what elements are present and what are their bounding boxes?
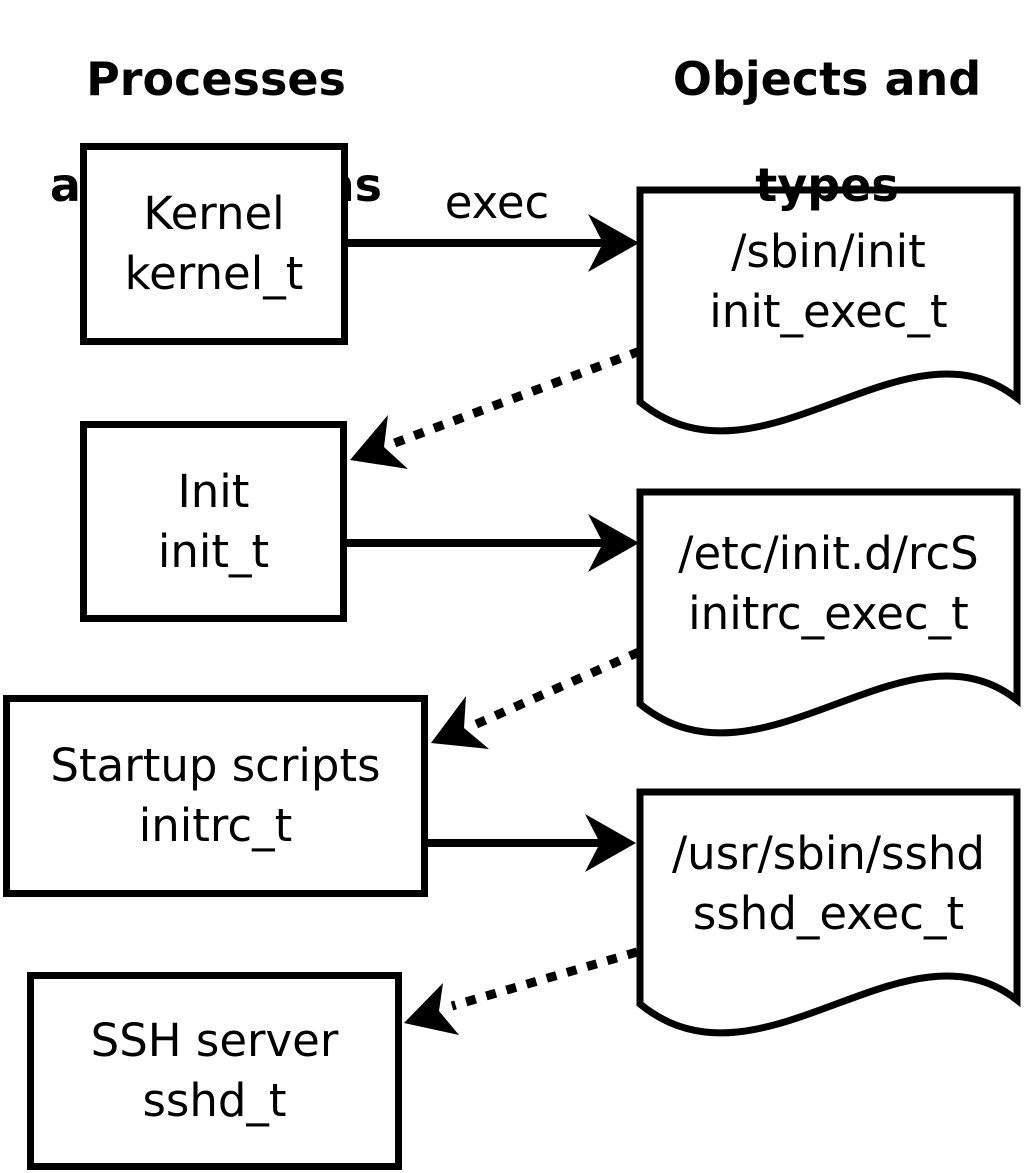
process-domain: init_t	[157, 524, 270, 578]
dotted-arrow-sbin-init-to-init	[350, 346, 642, 469]
process-domain: sshd_t	[142, 1074, 287, 1127]
arrowhead-icon	[588, 514, 639, 572]
object-path: /etc/init.d/rcS	[678, 527, 979, 580]
arrowhead-icon	[585, 814, 636, 872]
process-box-ssh-server: SSH server sshd_t	[27, 972, 402, 1170]
arrowhead-icon	[588, 214, 639, 272]
solid-arrow-kernel-to-sbin-init	[348, 214, 639, 272]
object-type: initrc_exec_t	[688, 587, 969, 640]
arrowhead-icon	[350, 415, 408, 469]
process-name: SSH server	[90, 1014, 339, 1067]
process-domain: kernel_t	[124, 247, 304, 300]
object-type: init_exec_t	[709, 285, 948, 338]
object-document-usr-sbin-sshd: /usr/sbin/sshd sshd_exec_t	[640, 794, 1017, 974]
arrowhead-icon	[404, 983, 459, 1035]
process-box-kernel: Kernel kernel_t	[80, 143, 348, 345]
document-shape-etc-initd-rcs	[636, 488, 1021, 737]
object-document-sbin-init: /sbin/init init_exec_t	[640, 192, 1017, 372]
process-box-startup-scripts: Startup scripts initrc_t	[3, 695, 428, 897]
object-type: sshd_exec_t	[692, 887, 965, 940]
process-box-init: Init init_t	[80, 421, 347, 622]
dotted-arrow-rcs-to-initrc	[431, 647, 641, 749]
object-document-etc-initd-rcs: /etc/init.d/rcS initrc_exec_t	[640, 494, 1017, 674]
solid-arrow-init-to-rcs	[347, 514, 639, 572]
column-header-objects-line2: types	[755, 158, 899, 212]
arrowhead-icon	[431, 696, 489, 749]
object-path: /sbin/init	[731, 225, 926, 278]
dotted-arrow-sshd-exec-to-sshd	[404, 947, 639, 1035]
solid-arrow-initrc-to-sshd	[428, 814, 636, 872]
column-header-processes-line1: Processes	[86, 52, 346, 106]
document-shape-usr-sbin-sshd	[636, 788, 1021, 1037]
process-name: Init	[177, 464, 250, 518]
process-name: Kernel	[143, 187, 285, 240]
exec-arrow-label: exec	[444, 176, 550, 229]
object-path: /usr/sbin/sshd	[672, 827, 985, 880]
document-shape-sbin-init	[636, 186, 1021, 435]
process-domain: initrc_t	[138, 799, 293, 852]
process-name: Startup scripts	[50, 739, 381, 792]
column-header-objects-line1: Objects and	[672, 52, 982, 106]
column-header-objects: Objects and types	[630, 0, 1024, 265]
